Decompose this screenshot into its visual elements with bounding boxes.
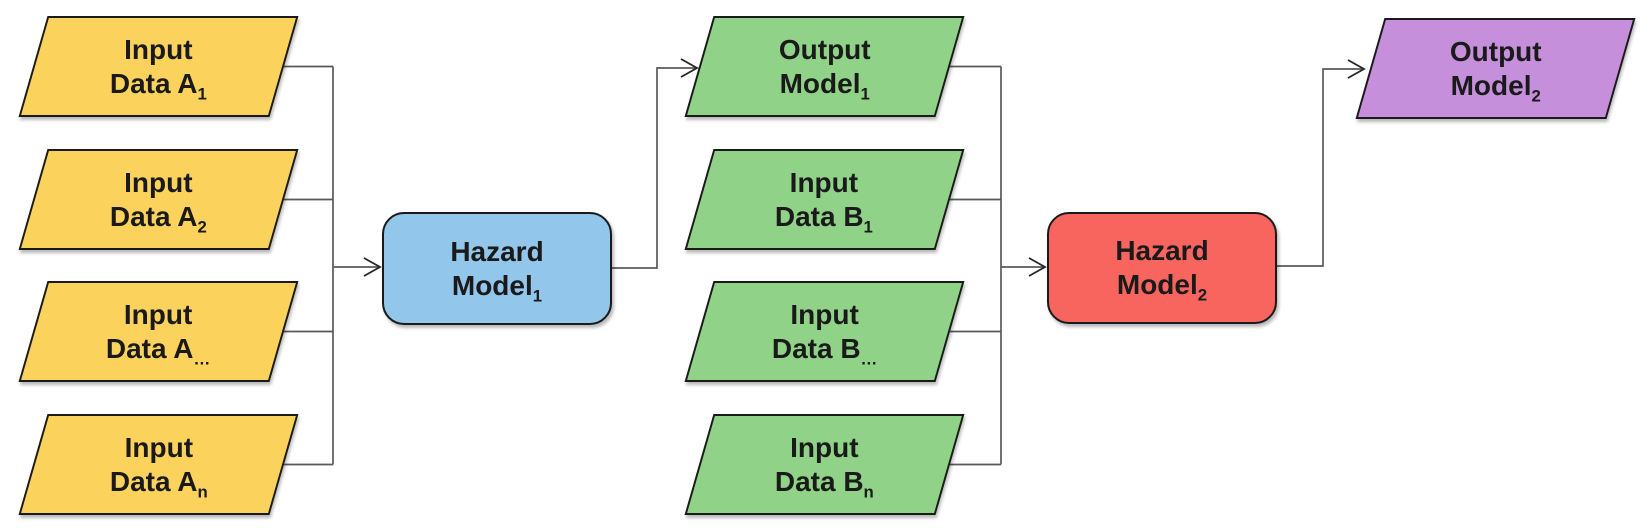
output-model-2-label-line-1: Output — [1450, 35, 1542, 69]
edge-inputs-b-collector — [900, 65, 1002, 466]
input-data-b1-text: Input — [790, 166, 859, 198]
input-data-an-subscript: n — [197, 482, 208, 502]
output-model-1-subscript: 1 — [860, 84, 870, 104]
output-model-1-label-line-1: Output — [779, 33, 871, 67]
input-data-a2-label-line-1: Input — [110, 166, 207, 200]
input-data-an-label-line-1: Input — [110, 431, 208, 465]
input-data-b1-text: Data B — [775, 200, 865, 232]
arrowhead-hazard-model-2-in-icon — [1028, 257, 1047, 277]
hazard-model-2-label-line-2: Model2 — [1115, 268, 1208, 305]
input-data-b-ellipsis-text: Input — [790, 298, 859, 330]
input-data-a2-subscript: 2 — [197, 217, 207, 237]
output-model-2-text: Model — [1450, 69, 1532, 101]
hazard-model-1-subscript: 1 — [532, 286, 543, 306]
input-data-bn-text: Data B — [775, 465, 864, 497]
hazard-model-2-subscript: 2 — [1197, 285, 1208, 305]
input-data-a-ellipsis-label-line-2: Data A… — [106, 332, 211, 369]
input-data-bn-subscript: n — [863, 482, 874, 502]
output-model-1-label-line-2: Model1 — [779, 67, 871, 104]
input-data-a1-label-line-2: Data A1 — [110, 67, 207, 104]
input-data-a1-text: Input — [124, 33, 193, 65]
input-data-an-label-line-2: Data An — [109, 465, 208, 502]
input-data-a2-text: Input — [124, 166, 193, 198]
input-data-a-ellipsis-text: Data A — [106, 332, 194, 364]
output-model-2-subscript: 2 — [1531, 86, 1541, 106]
arrowhead-output-model-1-in-icon — [680, 58, 699, 78]
edge-hazard-model-1-to-output-model-1 — [612, 67, 695, 269]
input-data-b-ellipsis-subscript: … — [860, 349, 878, 369]
input-data-bn-text: Input — [790, 431, 859, 463]
input-data-bn-label-line-2: Data Bn — [775, 465, 874, 502]
output-model-1-text: Model — [779, 67, 861, 99]
edge-hazard-model-2-to-output-model-2 — [1277, 68, 1362, 267]
input-data-b-ellipsis-label-line-1: Input — [772, 298, 877, 332]
input-data-bn-label-line-1: Input — [775, 431, 874, 465]
arrowhead-hazard-model-1-in-icon — [363, 257, 382, 277]
input-data-a1-subscript: 1 — [197, 84, 207, 104]
input-data-b-ellipsis-label-line-2: Data B… — [771, 332, 878, 369]
arrowhead-output-model-2-in-icon — [1347, 59, 1366, 79]
input-data-b1-label-line-1: Input — [775, 166, 873, 200]
output-model-2-label-line-2: Model2 — [1450, 69, 1542, 106]
hazard-model-1-text: Model — [451, 269, 533, 301]
input-data-a1-text: Data A — [110, 67, 198, 99]
hazard-model-2-text: Model — [1116, 269, 1198, 300]
hazard-model-1-text: Hazard — [450, 235, 544, 267]
input-data-a2-text: Data A — [110, 200, 198, 232]
edge-inputs-a-collector — [260, 65, 334, 466]
input-data-an-text: Input — [124, 431, 193, 463]
hazard-model-1-label-line-1: Hazard — [450, 235, 543, 269]
input-data-a-ellipsis-subscript: … — [193, 349, 211, 369]
input-data-a1-label-line-1: Input — [110, 33, 207, 67]
input-data-b-ellipsis-text: Data B — [771, 332, 861, 364]
hazard-model-1-label-line-2: Model1 — [450, 269, 543, 306]
output-model-2-text: Output — [1449, 35, 1542, 67]
input-data-an-text: Data A — [109, 465, 198, 497]
hazard-model-2-text: Hazard — [1115, 235, 1209, 266]
input-data-b1-subscript: 1 — [864, 217, 874, 237]
input-data-b1-label-line-2: Data B1 — [775, 200, 874, 237]
input-data-a-ellipsis-label-line-1: Input — [106, 298, 210, 332]
hazard-model-2-label-line-1: Hazard — [1115, 234, 1208, 268]
input-data-a-ellipsis-text: Input — [124, 298, 193, 330]
input-data-a2-label-line-2: Data A2 — [110, 200, 207, 237]
output-model-1-text: Output — [778, 33, 871, 65]
